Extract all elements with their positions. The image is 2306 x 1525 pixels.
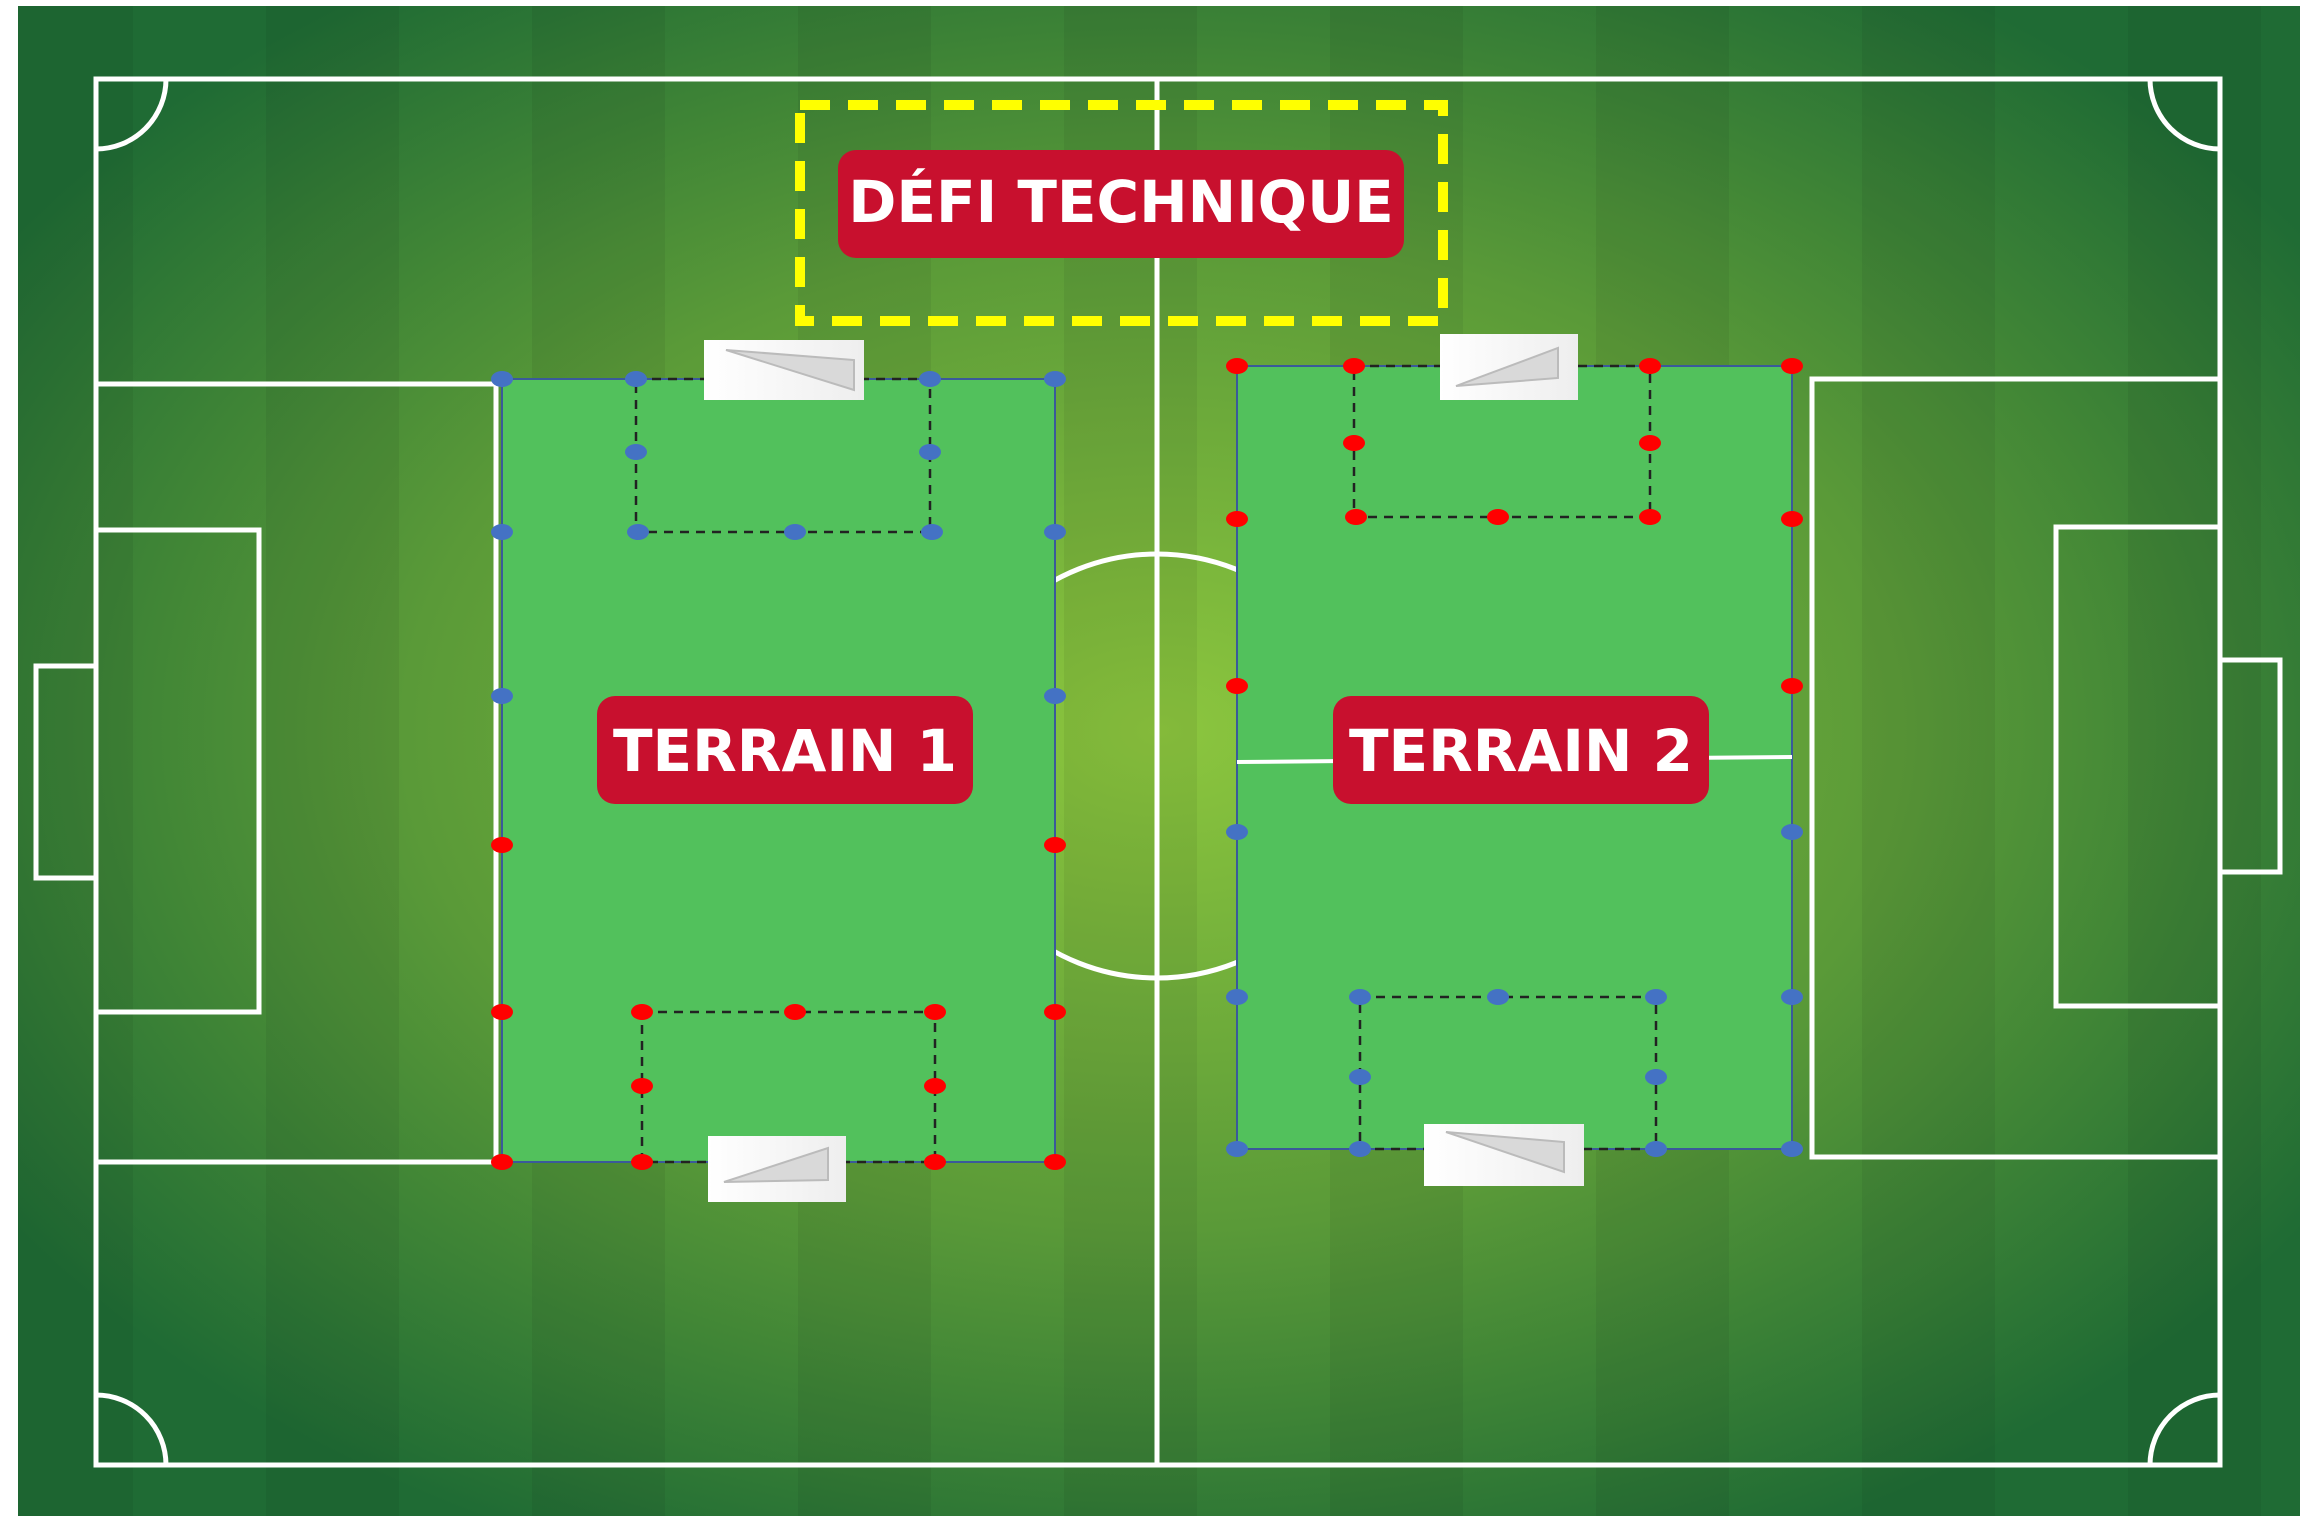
mini-goal-icon (704, 340, 864, 400)
marker-cone-icon (1781, 678, 1803, 694)
marker-cone-icon (1226, 1141, 1248, 1157)
marker-cone-icon (921, 524, 943, 540)
marker-cone-icon (1645, 989, 1667, 1005)
marker-cone-icon (1487, 989, 1509, 1005)
marker-cone-icon (491, 1004, 513, 1020)
marker-cone-icon (924, 1154, 946, 1170)
marker-cone-icon (1645, 1069, 1667, 1085)
marker-cone-icon (1044, 837, 1066, 853)
defi-technique-badge (838, 150, 1404, 258)
terrain-1-label: TERRAIN 1 (597, 696, 973, 804)
marker-cone-icon (1639, 509, 1661, 525)
defi-technique-label: DÉFI TECHNIQUE (838, 150, 1404, 258)
marker-cone-icon (1226, 358, 1248, 374)
marker-cone-icon (1781, 824, 1803, 840)
marker-cone-icon (491, 371, 513, 387)
marker-cone-icon (1044, 688, 1066, 704)
marker-cone-icon (631, 1078, 653, 1094)
marker-cone-icon (1349, 989, 1371, 1005)
terrain-2-label: TERRAIN 2 (1333, 696, 1709, 804)
marker-cone-icon (1044, 1004, 1066, 1020)
terrain-1-text: TERRAIN 1 (613, 717, 957, 785)
marker-cone-icon (1345, 509, 1367, 525)
marker-cone-icon (491, 1154, 513, 1170)
marker-cone-icon (1226, 511, 1248, 527)
marker-cone-icon (1781, 1141, 1803, 1157)
corner-arc-bottom-right (2147, 1392, 2221, 1466)
corner-arc-top-left (95, 78, 169, 152)
mini-goals (704, 334, 1584, 1202)
marker-cone-icon (1487, 509, 1509, 525)
marker-cone-icon (1044, 1154, 1066, 1170)
marker-cone-icon (491, 837, 513, 853)
marker-cone-icon (1645, 1141, 1667, 1157)
marker-cone-icon (1639, 435, 1661, 451)
marker-cone-icon (625, 444, 647, 460)
marker-cone-icon (784, 524, 806, 540)
marker-cone-icon (919, 371, 941, 387)
marker-cone-icon (631, 1154, 653, 1170)
marker-cone-icon (1343, 358, 1365, 374)
terrain-2-text: TERRAIN 2 (1349, 717, 1693, 785)
corner-arc-bottom-left (95, 1392, 169, 1466)
defi-technique-zone (795, 100, 1448, 326)
corner-arc-top-right (2147, 78, 2221, 152)
marker-cone-icon (1226, 824, 1248, 840)
terrain-1-badge (597, 696, 973, 804)
marker-cone-icon (784, 1004, 806, 1020)
marker-cone-icon (491, 524, 513, 540)
marker-cone-icon (627, 524, 649, 540)
marker-cone-icon (1781, 511, 1803, 527)
marker-cone-icon (1349, 1141, 1371, 1157)
marker-cone-icon (919, 444, 941, 460)
marker-cone-icon (1226, 678, 1248, 694)
marker-cone-icon (1781, 358, 1803, 374)
defi-technique-text: DÉFI TECHNIQUE (848, 167, 1394, 236)
right-goal (2217, 657, 2283, 875)
mini-goal-icon (1424, 1124, 1584, 1186)
marker-cone-icon (1349, 1069, 1371, 1085)
cones-group (491, 358, 1803, 1170)
marker-cone-icon (1781, 989, 1803, 1005)
marker-cone-icon (1639, 358, 1661, 374)
pitch-markings (33, 76, 2283, 1468)
marker-cone-icon (625, 371, 647, 387)
terrain-2-badge (1333, 696, 1709, 804)
marker-cone-icon (631, 1004, 653, 1020)
mini-goal-icon (1440, 334, 1578, 400)
left-goal (33, 663, 99, 881)
marker-cone-icon (924, 1078, 946, 1094)
marker-cone-icon (491, 688, 513, 704)
marker-cone-icon (924, 1004, 946, 1020)
marker-cone-icon (1044, 524, 1066, 540)
marker-cone-icon (1343, 435, 1365, 451)
mini-goal-icon (708, 1136, 846, 1202)
marker-cone-icon (1044, 371, 1066, 387)
marker-cone-icon (1226, 989, 1248, 1005)
